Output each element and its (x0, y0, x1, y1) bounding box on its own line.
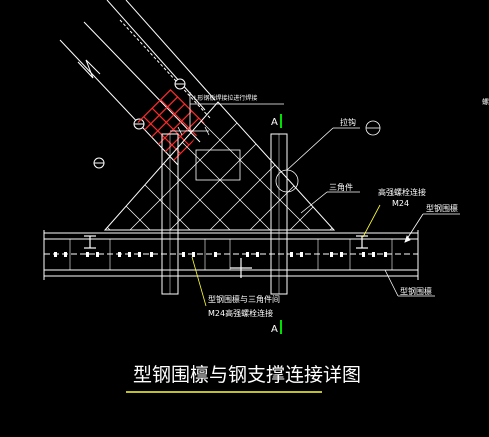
tie-callout (275, 120, 381, 193)
bolt-leader-top (362, 204, 381, 238)
top-note-text: L形钢板焊接拉进行焊接 (194, 94, 257, 102)
edge-cut-text: 螺 (482, 97, 489, 106)
section-label-top: A (271, 117, 278, 128)
steel-waler (43, 230, 419, 280)
top-note-leader (170, 92, 284, 136)
waler-label-lower: 型钢围檩 (400, 286, 432, 296)
tie-label: 拉钩 (340, 117, 356, 127)
bottom-label-line1: 型钢围檩与三角件间 (208, 294, 280, 304)
vertical-plates (161, 133, 288, 295)
drawing-title: 型钢围檩与钢支撑连接详图 (133, 364, 361, 386)
bolt-label-top-line1: 高强螺栓连接 (378, 187, 426, 197)
steel-brace (59, 0, 216, 166)
triangle-leader (300, 191, 360, 214)
bottom-label-line2: M24高强螺栓连接 (208, 308, 273, 318)
bolt-label-top-line2: M24 (392, 199, 409, 208)
waler-bolt-heads (84, 235, 368, 278)
waler-bolt-row (54, 252, 387, 257)
waler-leader-lower (384, 269, 435, 297)
waler-leader-upper (404, 213, 460, 243)
waler-label-upper: 型钢围檩 (426, 203, 458, 213)
triangle-label: 三角件 (329, 182, 353, 192)
section-label-bottom: A (271, 324, 278, 335)
bolt-leader-bottom (191, 256, 207, 307)
brace-bolt-circles (93, 78, 186, 169)
